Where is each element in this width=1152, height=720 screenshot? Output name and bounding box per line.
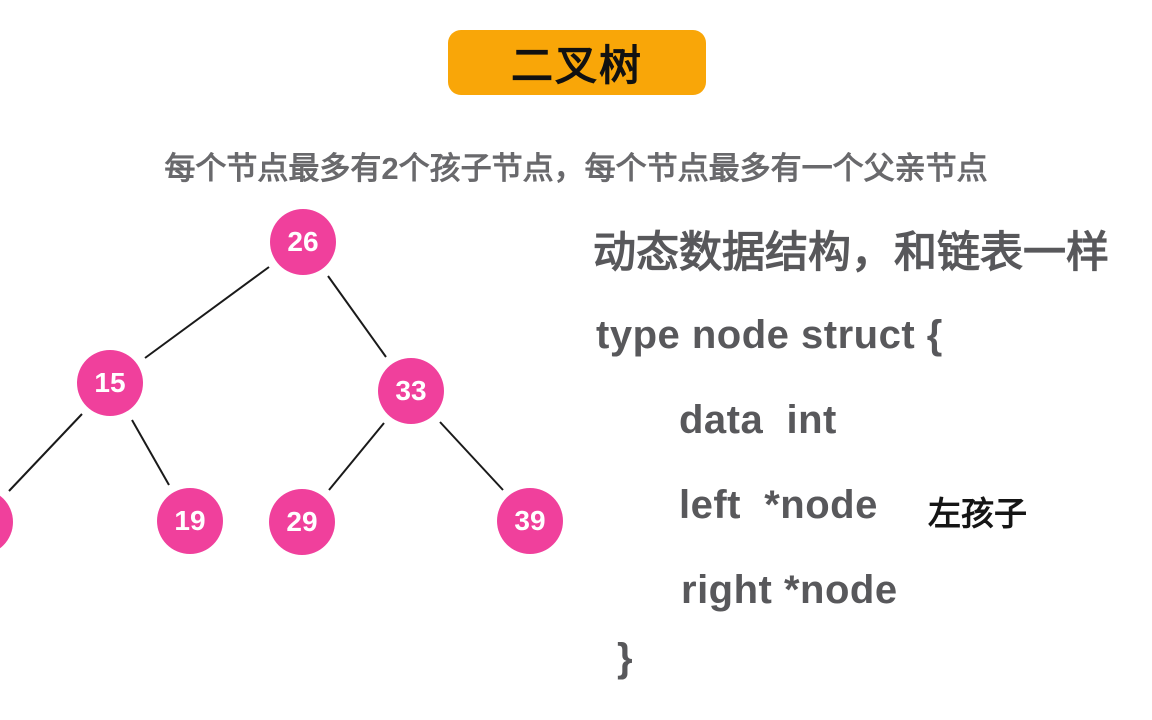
tree-node-root: 26	[270, 209, 336, 275]
subtitle: 每个节点最多有2个孩子节点，每个节点最多有一个父亲节点	[164, 151, 988, 186]
left-child-annotation: 左孩子	[928, 495, 1027, 532]
tree-edge-left-leftchild	[8, 413, 83, 492]
tree-edge-root-right	[327, 275, 387, 358]
title-badge: 二叉树	[448, 30, 706, 95]
tree-node-right-left: 29	[269, 489, 335, 555]
code-line-data-int: data int	[679, 398, 837, 442]
code-line-right-node: right *node	[681, 568, 898, 612]
tree-edge-root-left	[144, 266, 270, 359]
node-value: 29	[286, 506, 318, 537]
tree-edge-right-leftchild	[328, 422, 385, 491]
page-title: 二叉树	[510, 42, 643, 89]
tree-edge-right-rightchild	[439, 421, 504, 491]
tree-node-left: 15	[77, 350, 143, 416]
tree-node-left-left-clipped	[0, 489, 13, 555]
code-line-left-node: left *node	[679, 483, 878, 527]
node-value: 39	[514, 505, 546, 536]
tree-node-right: 33	[378, 358, 444, 424]
node-value: 26	[287, 226, 319, 257]
code-line-type-node-struct: type node struct {	[596, 313, 943, 357]
node-value: 33	[395, 375, 427, 406]
node-value: 15	[94, 367, 126, 398]
note-heading: 动态数据结构，和链表一样	[593, 229, 1109, 277]
tree-node-left-right: 19	[157, 488, 223, 554]
tree-edge-left-rightchild	[131, 419, 170, 486]
tree-node-right-right: 39	[497, 488, 563, 554]
node-value: 19	[174, 505, 206, 536]
code-line-closing-brace: }	[617, 636, 634, 680]
